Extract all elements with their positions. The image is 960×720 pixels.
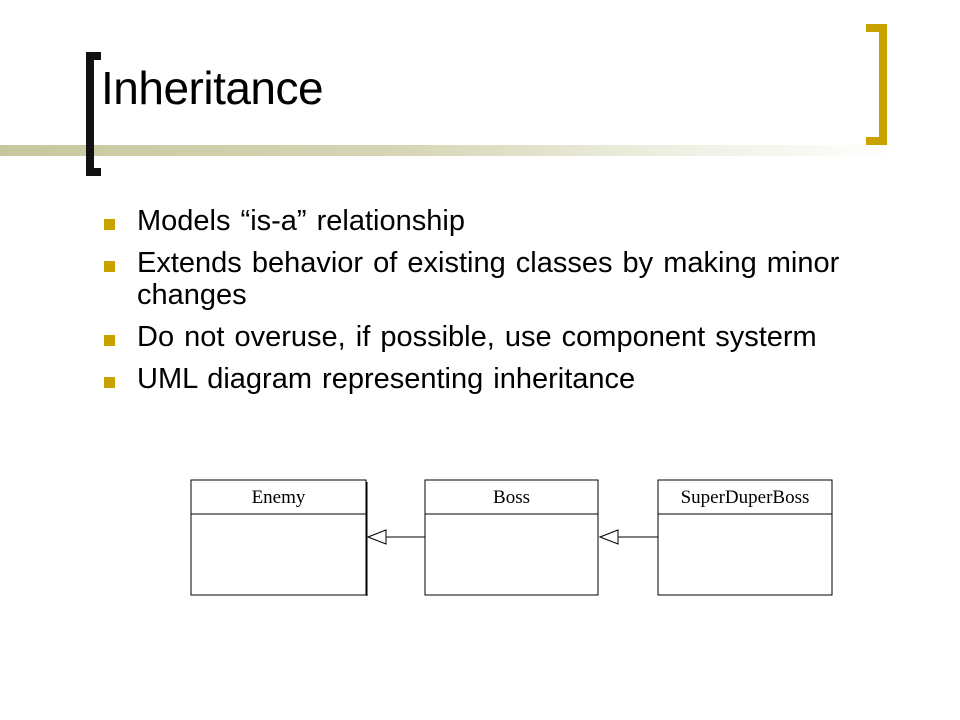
- inheritance-arrow-boss-enemy: [366, 529, 425, 545]
- hollow-triangle-arrowhead-icon: [366, 529, 387, 545]
- bullet-text: Models “is-a” relationship: [137, 205, 465, 237]
- square-bullet-icon: [104, 377, 115, 388]
- uml-class-enemy: Enemy: [190, 479, 368, 596]
- uml-class-boss: Boss: [424, 479, 599, 596]
- square-bullet-icon: [104, 219, 115, 230]
- inheritance-arrow-superduperboss-boss: [598, 529, 658, 545]
- bullet-item: Extends behavior of existing classes by …: [104, 247, 884, 311]
- class-box: [657, 479, 833, 596]
- class-box: [190, 479, 367, 596]
- header-rule: [0, 145, 900, 156]
- bullet-text: Extends behavior of existing classes by …: [137, 247, 840, 311]
- slide-title: Inheritance: [101, 62, 324, 114]
- class-name-enemy: Enemy: [252, 487, 306, 508]
- uml-class-superduperboss: SuperDuperBoss: [657, 479, 833, 596]
- class-name-boss: Boss: [493, 487, 530, 508]
- bullet-text: Do not overuse, if possible, use compone…: [137, 321, 817, 353]
- bullet-item: UML diagram representing inheritance: [104, 363, 884, 395]
- class-box: [424, 479, 599, 596]
- square-bullet-icon: [104, 261, 115, 272]
- bullet-item: Models “is-a” relationship: [104, 205, 884, 237]
- square-bullet-icon: [104, 335, 115, 346]
- bullet-item: Do not overuse, if possible, use compone…: [104, 321, 884, 353]
- left-bracket-decoration: [86, 52, 101, 176]
- bullet-text: UML diagram representing inheritance: [137, 363, 636, 395]
- bullet-list: Models “is-a” relationship Extends behav…: [104, 205, 884, 405]
- class-name-superduperboss: SuperDuperBoss: [681, 487, 810, 508]
- hollow-triangle-arrowhead-icon: [598, 529, 619, 545]
- right-bracket-decoration: [866, 24, 887, 145]
